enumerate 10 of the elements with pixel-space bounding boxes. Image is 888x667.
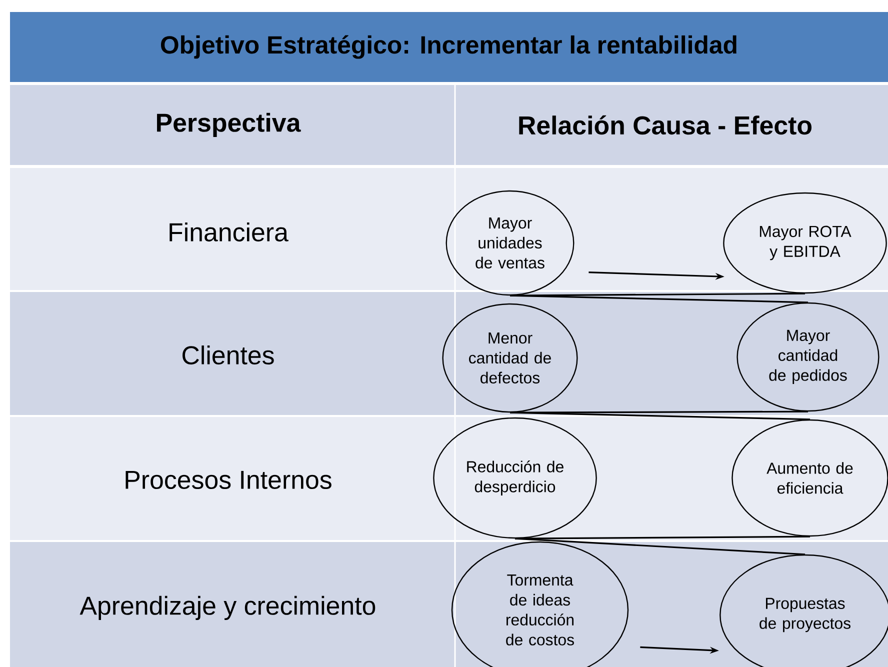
row-label: Financiera xyxy=(170,222,288,242)
connector-line xyxy=(514,538,806,556)
row-label: Procesos Internos xyxy=(126,470,332,490)
column-header: Perspectiva xyxy=(157,112,301,138)
title: Objetivo Estratégico: Incrementar la rentabilidad xyxy=(160,35,736,59)
connector-line xyxy=(510,412,810,420)
connector-line xyxy=(510,294,808,304)
row-label: Aprendizaje y crecimiento xyxy=(80,596,376,620)
column-header: Relación Causa - Efecto xyxy=(519,115,812,135)
row-label: Clientes xyxy=(182,345,274,364)
